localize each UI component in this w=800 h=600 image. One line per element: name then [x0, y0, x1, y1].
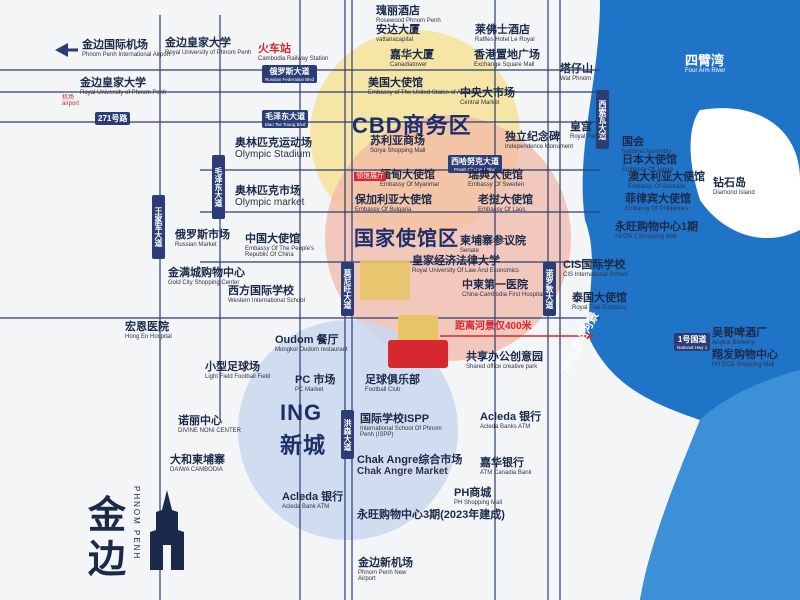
temple-icon: [150, 490, 184, 570]
distance-note: 距离河景仅400米: [455, 321, 532, 332]
diamond-island-label: 钻石岛 Diamond Island: [713, 177, 755, 196]
cbd-zone-label: CBD商务区: [352, 113, 472, 138]
diamond-island: [690, 108, 800, 239]
river-highlight: [640, 370, 800, 600]
place-aeon3: 永旺购物中心3期(2023年建成): [357, 509, 505, 521]
embassy-zone-label: 国家使馆区: [354, 228, 459, 250]
road-label-mao: 毛泽东大道: [212, 155, 225, 219]
project-marker-2: [360, 260, 410, 300]
road-label-monivong-bridge: [600, 322, 606, 324]
road-label-street-271: 271号路: [95, 112, 131, 125]
ing-zone-label-1: ING: [280, 400, 323, 425]
consulate-tag: 领馆展厅: [354, 172, 386, 182]
road-label-monivong: 莫尼旺大道: [341, 262, 354, 316]
bassac-river: [585, 320, 800, 343]
project-tower: [398, 315, 438, 340]
city-name-en: PHNOM PENH: [132, 486, 141, 561]
city-name-zh-1: 金: [88, 495, 127, 537]
road-label-monivong-bridge-2: [605, 350, 611, 352]
distance-arrow: [585, 332, 594, 340]
road-label-norodom: 诺罗敦大道: [543, 262, 556, 316]
ing-zone-label-2: 新城: [280, 433, 327, 458]
four-arm-river-label: 四臂湾 Four Arm River: [685, 53, 726, 74]
city-name-zh-2: 边: [88, 539, 127, 581]
road-label-hun-sen: 洪森大道: [341, 410, 354, 459]
road-label-sisowath: 西索瓦大道: [596, 90, 609, 149]
airport-arrow: [55, 43, 68, 57]
airport-tag: 机场 airport: [62, 95, 80, 108]
project-marker[interactable]: [388, 340, 448, 368]
road-label-kampuchea-krom: 王家军大道: [152, 195, 165, 259]
